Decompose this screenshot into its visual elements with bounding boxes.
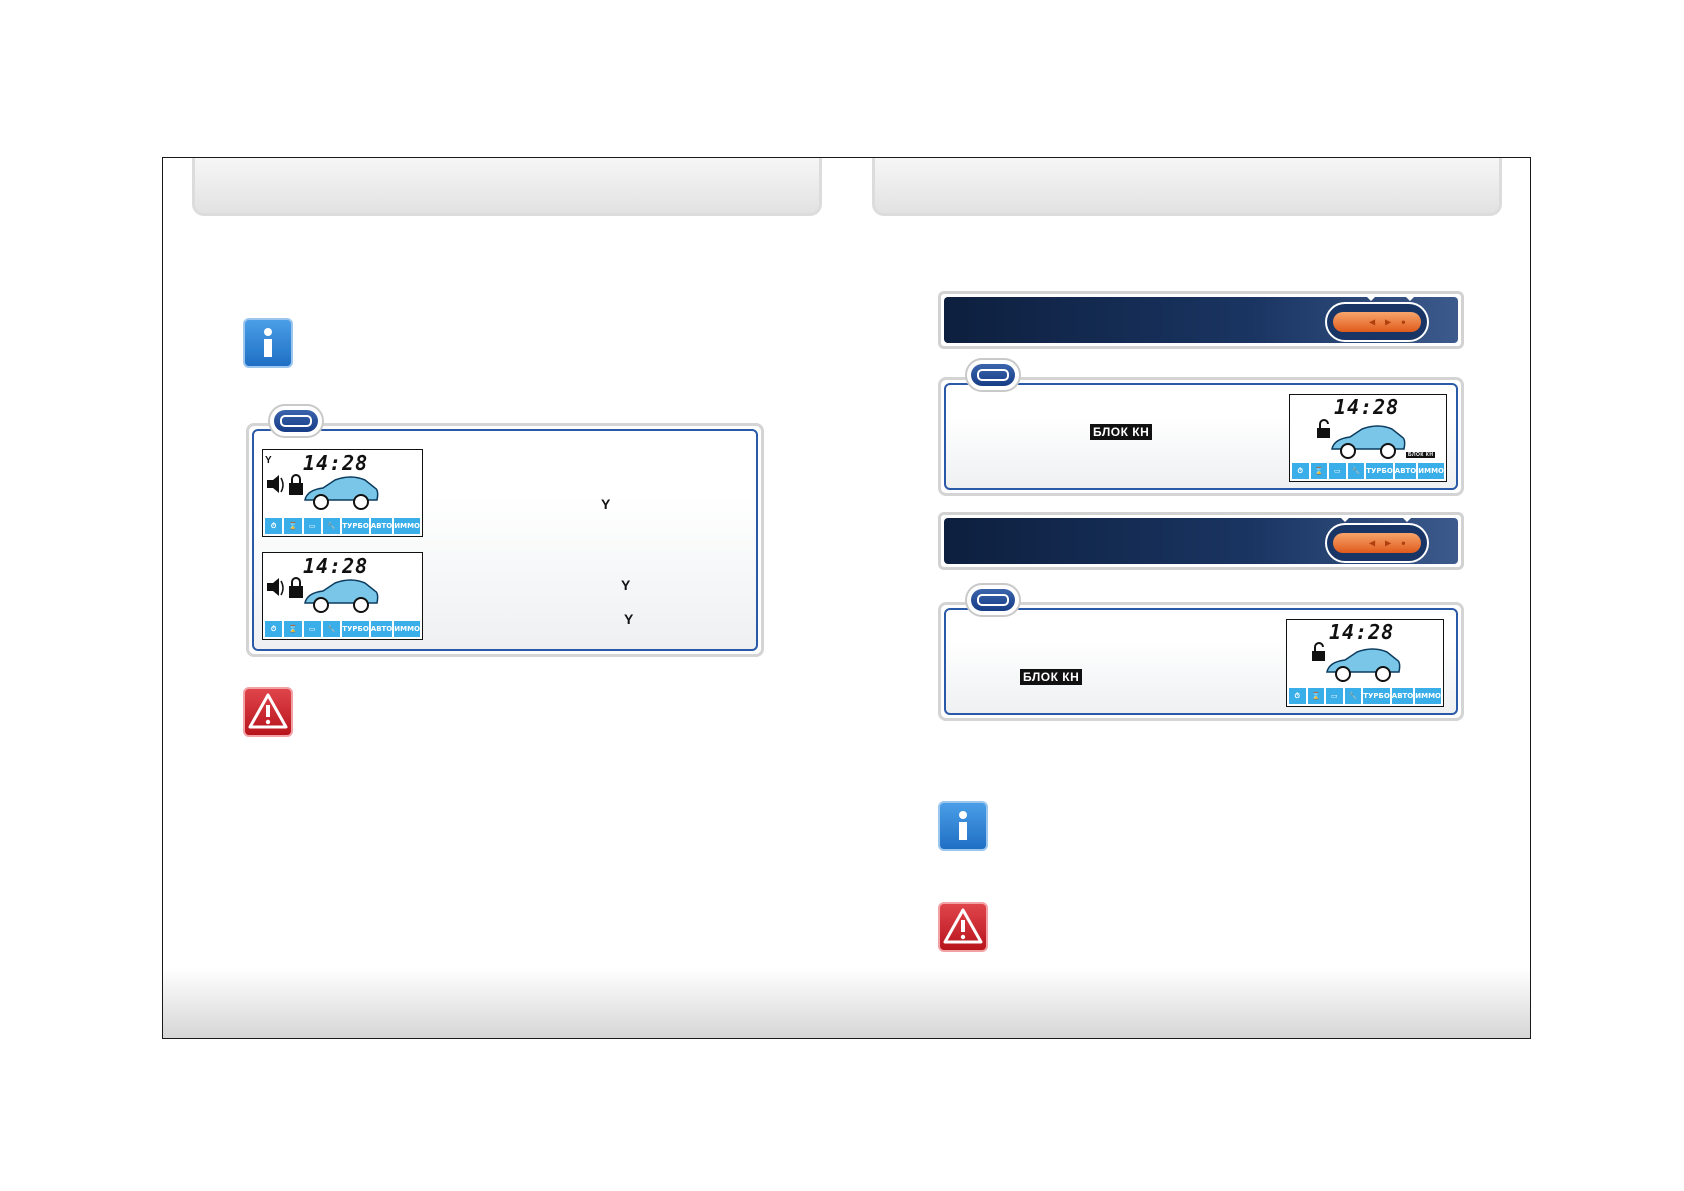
lcd-screen: 14:28 ⏱ ⌛ ▭ 🔧 ТУРБО АВТО ИММО	[262, 552, 423, 640]
warning-icon	[938, 902, 988, 952]
lcd-screen: 14:28 БЛОК КН ⏱ ⌛ ▭ 🔧 ТУРБО АВТО ИММО	[1289, 394, 1447, 482]
siren-lock-icon	[267, 474, 303, 495]
page-footer	[163, 968, 1530, 1038]
remote-display-icon	[965, 583, 1021, 617]
car-icon	[304, 579, 379, 613]
remote-button-icon: ◀▶●	[1325, 523, 1429, 563]
remote-button-icon: ◀▶●	[1325, 302, 1429, 342]
blok-kn-label: БЛОК КН	[1020, 669, 1083, 685]
antenna-icon: Y	[621, 577, 631, 593]
service-icon: 🔧	[322, 518, 341, 534]
timer-icon: ⏱	[265, 518, 283, 534]
lcd-time: 14:28	[303, 554, 369, 578]
hourglass-icon: ⌛	[1307, 688, 1325, 704]
timer-icon: ⏱	[1289, 688, 1306, 704]
left-display-panel: Y 14:28 ⏱ ⌛ ▭ 🔧 ТУРБО АВТО ИММО Y	[246, 404, 764, 657]
info-icon	[938, 801, 988, 851]
lcd-icon-bar: ⏱ ⌛ ▭ 🔧 ТУРБО АВТО ИММО	[1292, 463, 1445, 479]
car-icon	[304, 476, 379, 510]
warning-icon	[243, 687, 293, 737]
immo-label: ИММО	[394, 621, 421, 637]
right-display-panel-1: БЛОК КН 14:28 БЛОК КН ⏱ ⌛ ▭ 🔧 ТУРБО АВТО…	[938, 358, 1464, 496]
service-icon: 🔧	[1344, 688, 1362, 704]
unlock-icon	[1312, 642, 1325, 661]
turbo-label: ТУРБО	[1366, 463, 1393, 479]
lcd-time: 14:28	[303, 451, 369, 475]
auto-label: АВТО	[1391, 688, 1414, 704]
lcd-icon-bar: ⏱ ⌛ ▭ 🔧 ТУРБО АВТО ИММО	[265, 621, 421, 637]
car-icon	[1326, 648, 1401, 682]
hourglass-icon: ⌛	[284, 621, 302, 637]
unlock-icon	[1317, 419, 1330, 438]
blok-kn-mini-label: БЛОК КН	[1406, 452, 1436, 458]
heater-icon: ▭	[1326, 688, 1343, 704]
left-page-header	[192, 158, 822, 216]
lcd-time: 14:28	[1334, 395, 1400, 419]
page-frame: Y 14:28 ⏱ ⌛ ▭ 🔧 ТУРБО АВТО ИММО Y	[162, 157, 1531, 1039]
car-icon	[1331, 425, 1406, 459]
right-page-header	[872, 158, 1502, 216]
heater-icon: ▭	[1329, 463, 1346, 479]
antenna-icon: Y	[624, 611, 634, 627]
lcd-icon-bar: ⏱ ⌛ ▭ 🔧 ТУРБО АВТО ИММО	[265, 518, 421, 534]
turbo-label: ТУРБО	[342, 518, 369, 534]
button-combo-band: ◀▶●	[938, 291, 1464, 349]
blok-kn-label: БЛОК КН	[1090, 424, 1153, 440]
auto-label: АВТО	[370, 621, 393, 637]
lcd-screen: Y 14:28 ⏱ ⌛ ▭ 🔧 ТУРБО АВТО ИММО	[262, 449, 423, 537]
service-icon: 🔧	[322, 621, 341, 637]
auto-label: АВТО	[1394, 463, 1417, 479]
lcd-time: 14:28	[1329, 620, 1395, 644]
hourglass-icon: ⌛	[1310, 463, 1328, 479]
heater-icon: ▭	[303, 518, 321, 534]
immo-label: ИММО	[394, 518, 421, 534]
antenna-icon: Y	[265, 455, 272, 466]
siren-lock-icon	[267, 577, 303, 598]
lcd-icon-bar: ⏱ ⌛ ▭ 🔧 ТУРБО АВТО ИММО	[1289, 688, 1442, 704]
turbo-label: ТУРБО	[342, 621, 369, 637]
button-combo-band: ◀▶●	[938, 512, 1464, 570]
immo-label: ИММО	[1415, 688, 1442, 704]
turbo-label: ТУРБО	[1363, 688, 1390, 704]
auto-label: АВТО	[370, 518, 393, 534]
timer-icon: ⏱	[265, 621, 283, 637]
immo-label: ИММО	[1418, 463, 1445, 479]
right-display-panel-2: БЛОК КН 14:28 ⏱ ⌛ ▭ 🔧 ТУРБО АВТО ИММО	[938, 583, 1464, 721]
hourglass-icon: ⌛	[284, 518, 302, 534]
lcd-screen: 14:28 ⏱ ⌛ ▭ 🔧 ТУРБО АВТО ИММО	[1286, 619, 1444, 707]
remote-display-icon	[965, 358, 1021, 392]
info-icon	[243, 318, 293, 368]
timer-icon: ⏱	[1292, 463, 1309, 479]
heater-icon: ▭	[303, 621, 321, 637]
antenna-icon: Y	[601, 496, 611, 512]
remote-display-icon	[268, 404, 324, 438]
service-icon: 🔧	[1347, 463, 1365, 479]
